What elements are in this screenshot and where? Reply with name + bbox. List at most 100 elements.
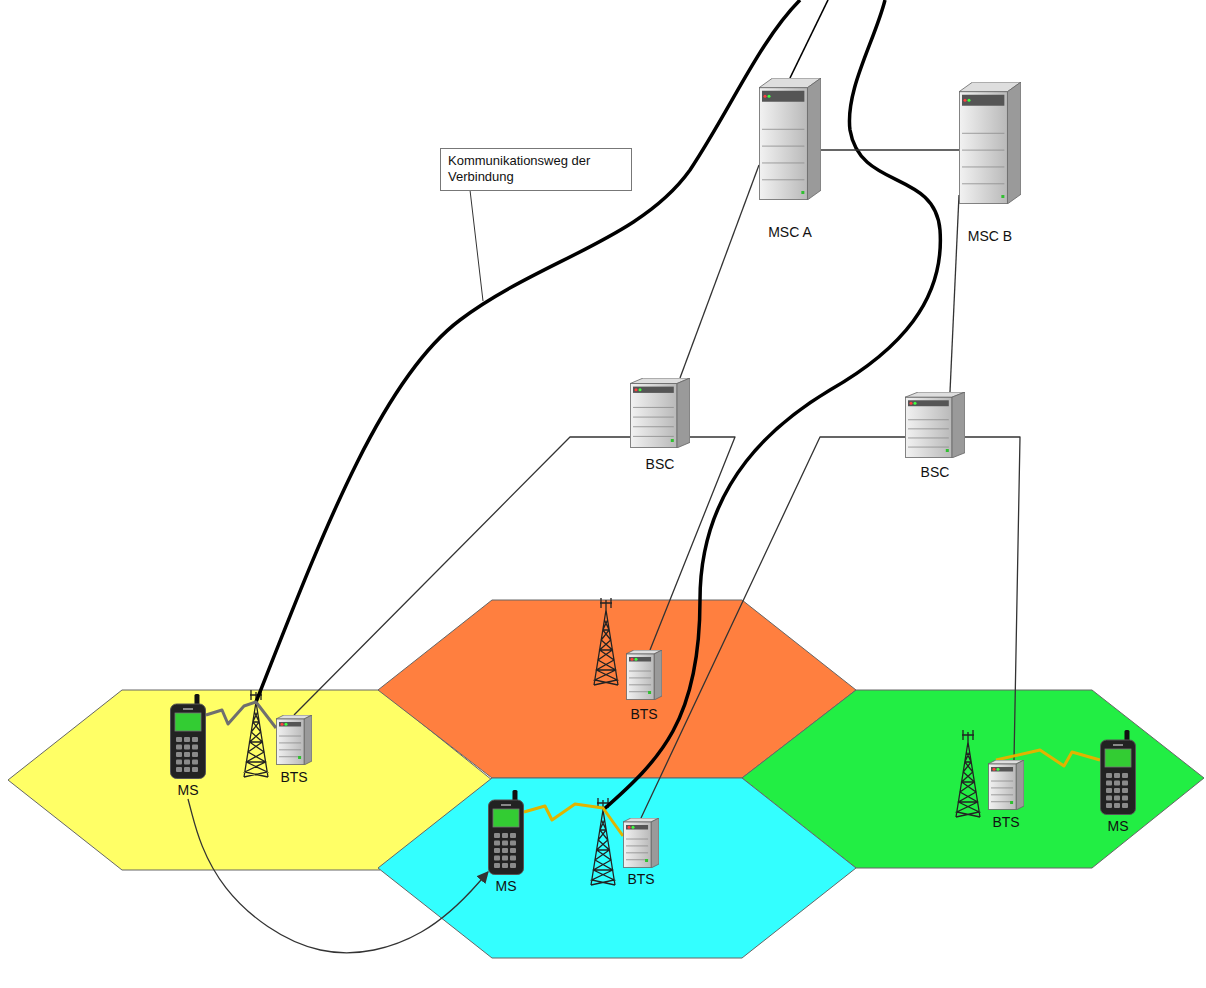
bts-station: BTS	[623, 818, 659, 888]
server-side	[651, 818, 659, 868]
server-led	[964, 99, 967, 102]
antenna-tower	[591, 798, 615, 885]
server-led	[997, 768, 1000, 771]
phone-key	[1114, 796, 1120, 801]
server-led	[632, 826, 635, 829]
phone-key	[1122, 803, 1128, 808]
server-front	[906, 397, 952, 457]
node-label: MS	[178, 782, 199, 799]
server-slot	[626, 845, 648, 846]
phone-key	[192, 767, 198, 772]
connector-line	[680, 165, 759, 378]
server-led	[298, 756, 301, 759]
phone-screen	[175, 713, 201, 731]
bsc-server: BSC	[905, 392, 965, 481]
server-slot	[629, 671, 651, 672]
phone-body	[171, 704, 206, 779]
server-led	[631, 658, 634, 661]
server-panel	[762, 91, 804, 102]
server-icon	[759, 78, 821, 200]
connector-line	[294, 437, 630, 715]
server-front	[277, 719, 305, 765]
phone-key	[510, 856, 516, 861]
connector-line	[821, 149, 959, 150]
node-label: MSC B	[968, 228, 1012, 245]
server-panel	[633, 387, 674, 393]
radio-link	[524, 804, 623, 836]
server-slot	[908, 447, 949, 448]
phone-body	[489, 800, 524, 875]
server-led	[993, 768, 996, 771]
server-slot	[991, 787, 1013, 788]
bts-station: BTS	[626, 650, 662, 723]
server-slot	[762, 179, 804, 180]
phone-key	[494, 856, 500, 861]
phone-screen	[493, 809, 519, 827]
node-label: BTS	[280, 769, 307, 786]
phone-key	[502, 863, 508, 868]
phone-key	[1122, 788, 1128, 793]
leader-line	[470, 190, 483, 301]
server-slot	[633, 436, 674, 437]
server-icon	[905, 392, 965, 458]
server-led	[946, 449, 949, 452]
phone-key	[1114, 773, 1120, 778]
server-led	[968, 99, 971, 102]
node-label: MSC A	[768, 224, 812, 241]
server-slot	[633, 407, 674, 408]
server-slot	[629, 684, 651, 685]
phone-key	[176, 737, 182, 742]
node-label: BTS	[630, 706, 657, 723]
server-led	[635, 658, 638, 661]
server-slot	[629, 691, 651, 692]
server-led	[768, 95, 771, 98]
phone-key	[1114, 788, 1120, 793]
server-slot	[279, 749, 301, 750]
phone-key	[176, 752, 182, 757]
server-led	[648, 691, 651, 694]
node-label: BTS	[992, 814, 1019, 831]
server-side	[677, 378, 690, 448]
server-led	[671, 439, 674, 442]
phone-icon	[170, 694, 206, 779]
server-icon	[630, 378, 690, 448]
phone-key	[1106, 781, 1112, 786]
node-label: BSC	[646, 456, 675, 473]
phone-key	[184, 752, 190, 757]
handover-arrow	[188, 799, 488, 953]
phone-earpiece	[501, 804, 511, 806]
phone-body	[1101, 740, 1136, 815]
phone-key	[510, 833, 516, 838]
radio-link	[206, 702, 276, 728]
connector-line	[965, 437, 1020, 760]
phone-key	[494, 848, 500, 853]
trunk-line	[790, 0, 828, 78]
server-side	[304, 715, 312, 765]
server-slot	[762, 146, 804, 147]
server-led	[1001, 195, 1004, 198]
phone-key	[1114, 781, 1120, 786]
server-slot	[279, 756, 301, 757]
server-slot	[629, 677, 651, 678]
server-slot	[279, 736, 301, 737]
phone-key	[1114, 803, 1120, 808]
mobile-station: MS	[170, 694, 206, 799]
server-slot	[633, 426, 674, 427]
phone-key	[192, 737, 198, 742]
server-slot	[762, 162, 804, 163]
phone-key	[502, 848, 508, 853]
phone-key	[1106, 803, 1112, 808]
server-led	[628, 826, 631, 829]
server-slot	[962, 133, 1004, 134]
phone-screen	[1105, 749, 1131, 767]
server-slot	[991, 781, 1013, 782]
bsc-server: BSC	[630, 378, 690, 473]
phone-key	[176, 760, 182, 765]
server-panel	[629, 657, 651, 662]
connector-line	[950, 195, 959, 392]
server-slot	[279, 742, 301, 743]
phone-key	[502, 833, 508, 838]
communication-path	[603, 0, 940, 810]
server-front	[631, 384, 677, 448]
